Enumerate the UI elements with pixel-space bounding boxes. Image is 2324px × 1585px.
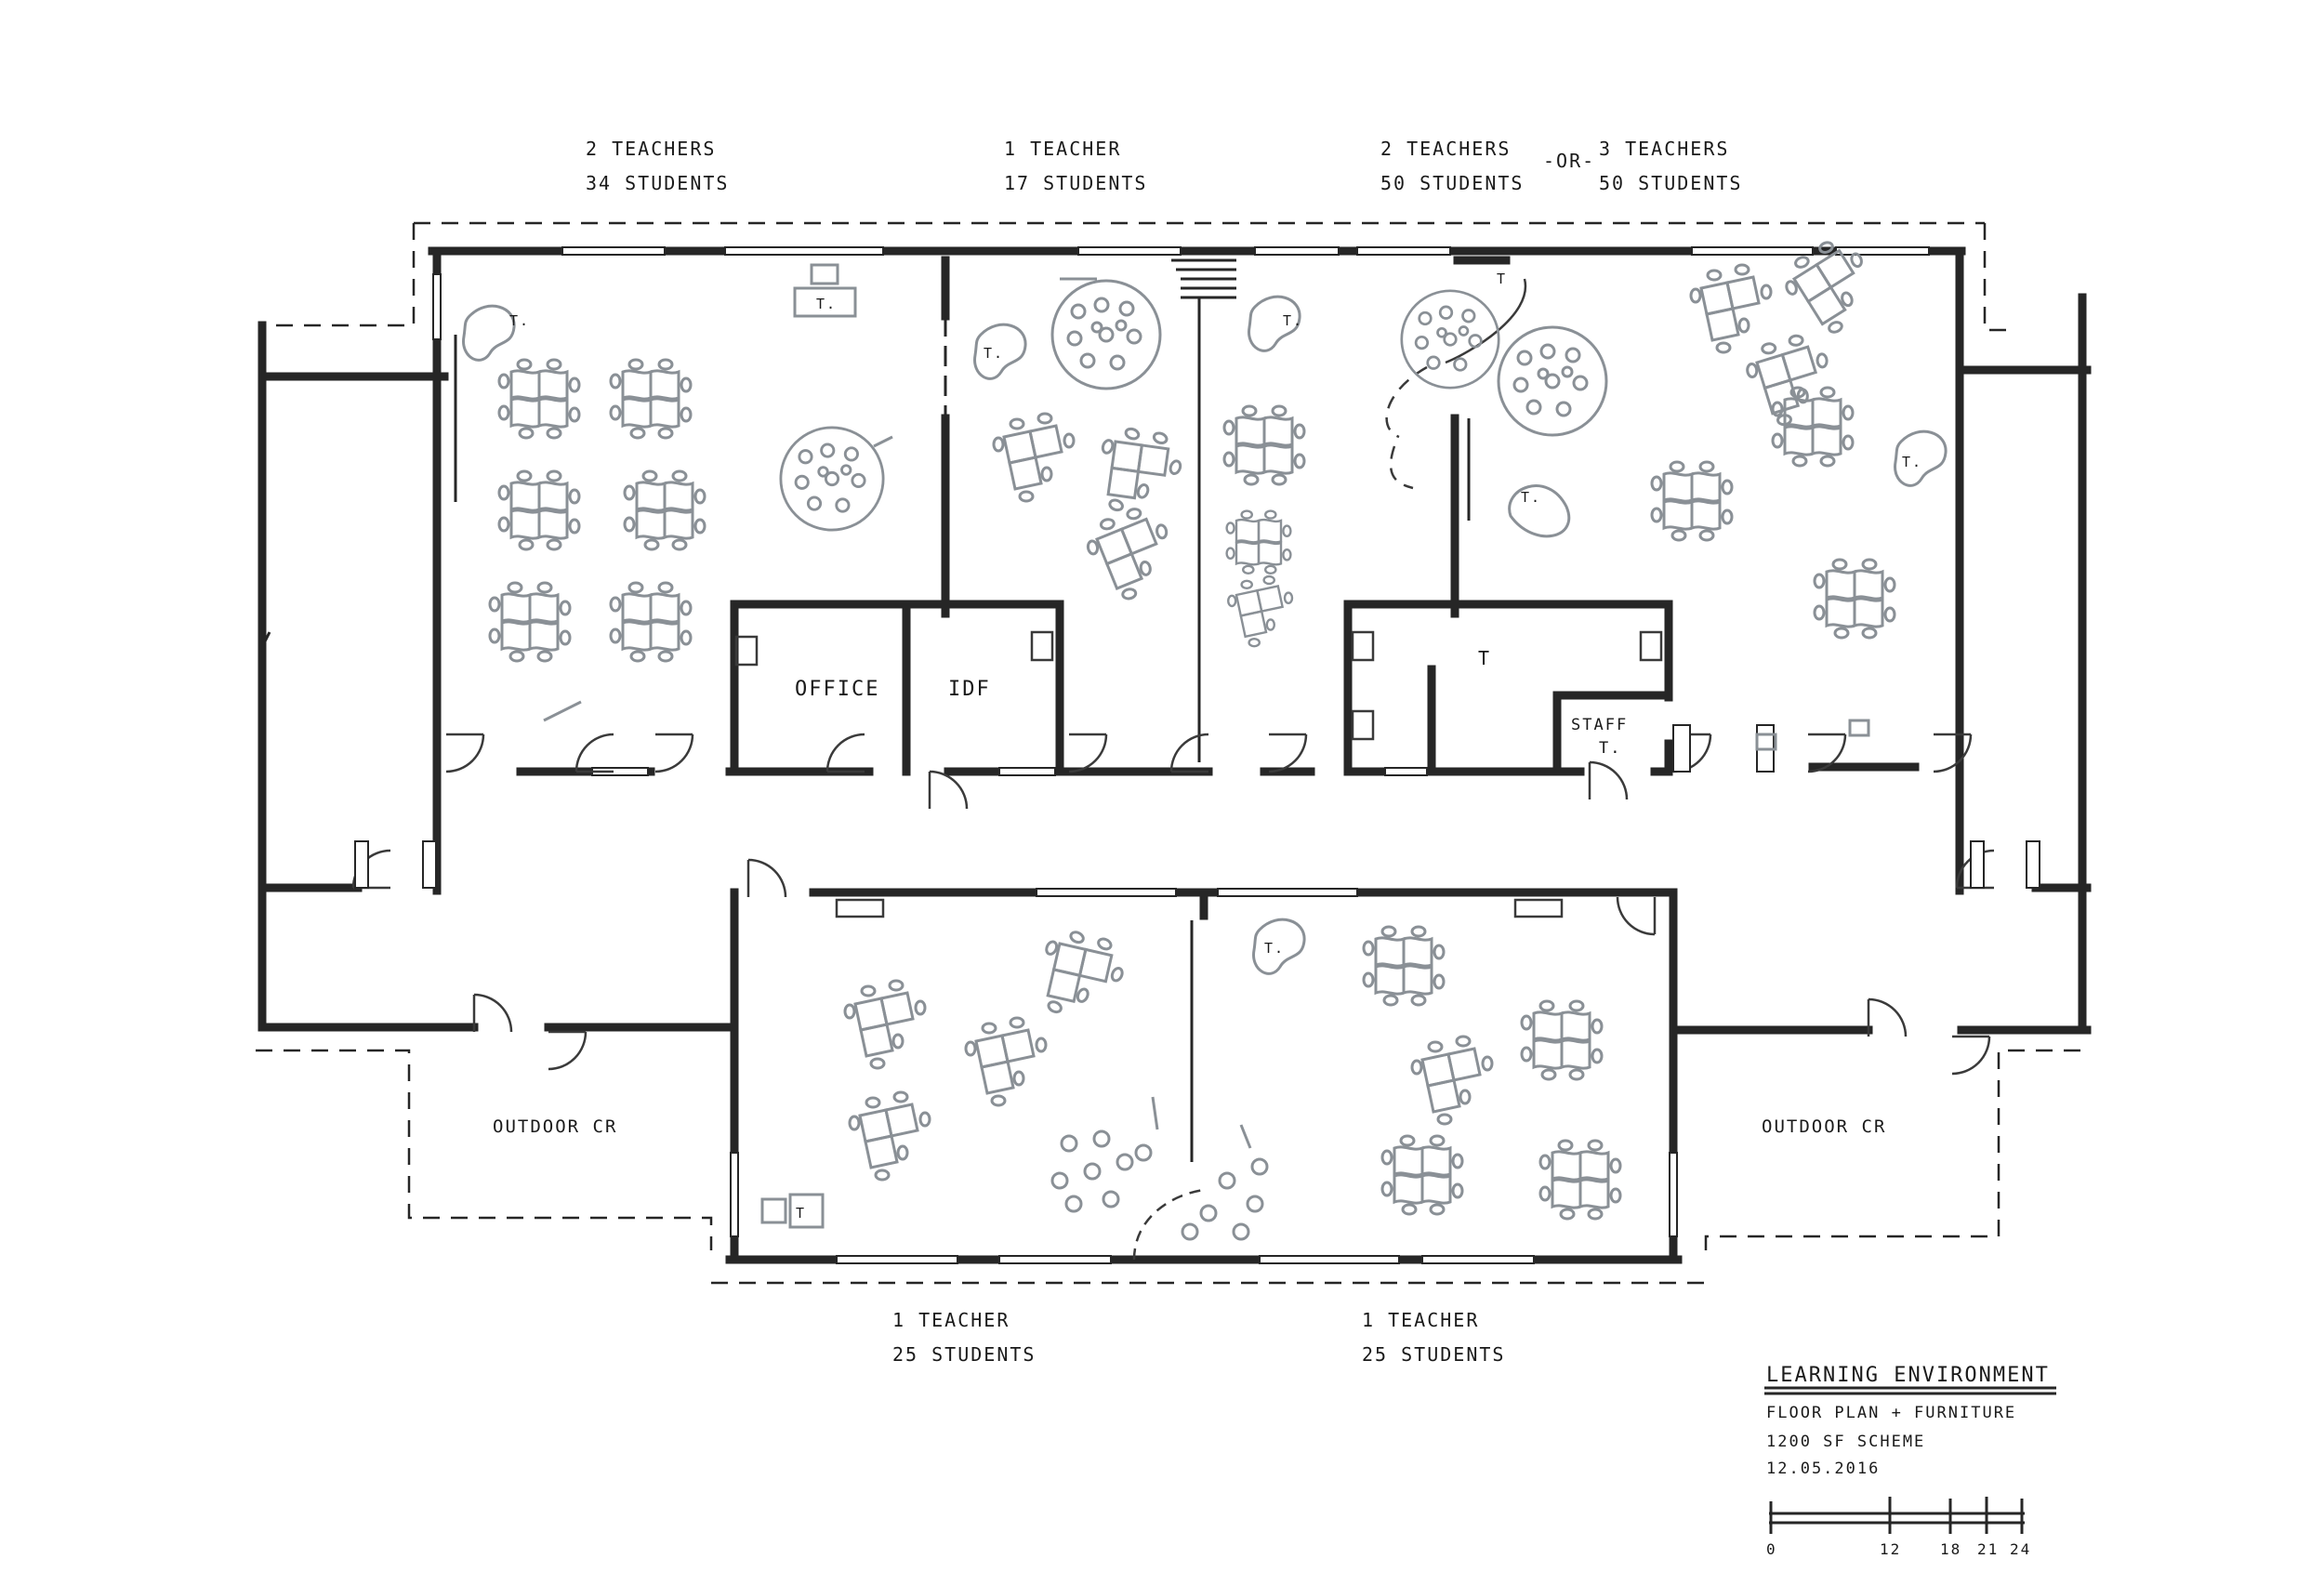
title-block-date: 12.05.2016 (1766, 1460, 1880, 1478)
label-bottom-left-students: 25 STUDENTS (892, 1343, 1036, 1366)
label-top-left-teachers: 2 TEACHERS (586, 138, 716, 160)
title-block-line2: 1200 SF SCHEME (1766, 1433, 1925, 1451)
label-bottom-right-teachers: 1 TEACHER (1362, 1309, 1479, 1331)
scale-tick-18: 18 (1940, 1540, 1961, 1558)
scale-tick-12: 12 (1880, 1540, 1901, 1558)
label-teacher-1: T. (509, 312, 530, 329)
label-outdoor-right: OUTDOOR CR (1762, 1116, 1886, 1137)
label-bottom-left-teachers: 1 TEACHER (892, 1309, 1010, 1331)
label-teacher-5: T (1497, 271, 1507, 287)
title-block-line1: FLOOR PLAN + FURNITURE (1766, 1404, 2016, 1422)
doors (351, 724, 2040, 1076)
label-top-right-b-teachers: 3 TEACHERS (1599, 138, 1729, 160)
title-block: LEARNING ENVIRONMENT FLOOR PLAN + FURNIT… (1764, 1364, 2056, 1478)
label-bottom-right-students: 25 STUDENTS (1362, 1343, 1505, 1366)
label-core-t: T (1478, 647, 1491, 669)
scale-bar: 0 12 18 21 24 (1766, 1497, 2031, 1558)
label-staff-t: T. (1599, 739, 1621, 758)
label-top-right-or: -OR- (1543, 150, 1595, 172)
label-teacher-6: T. (1521, 489, 1541, 506)
furniture (462, 231, 1948, 1241)
label-teacher-4: T. (1283, 312, 1303, 329)
label-top-right-b-students: 50 STUDENTS (1599, 172, 1742, 194)
partitions (258, 278, 1527, 1261)
label-top-mid-students: 17 STUDENTS (1004, 172, 1147, 194)
label-staff: STAFF (1571, 716, 1628, 734)
room-labels: 2 TEACHERS 34 STUDENTS 1 TEACHER 17 STUD… (493, 138, 1922, 1366)
label-top-mid-teachers: 1 TEACHER (1004, 138, 1121, 160)
scale-tick-24: 24 (2010, 1540, 2031, 1558)
label-top-left-students: 34 STUDENTS (586, 172, 729, 194)
label-teacher-3: T. (984, 345, 1004, 362)
scale-tick-0: 0 (1766, 1540, 1777, 1558)
fixtures (734, 258, 1663, 918)
label-top-right-a-teachers: 2 TEACHERS (1380, 138, 1511, 160)
windows (432, 246, 1930, 1264)
label-teacher-7: T. (1902, 454, 1922, 470)
label-teacher-9: T (796, 1205, 806, 1222)
title-block-title: LEARNING ENVIRONMENT (1766, 1364, 2050, 1387)
label-teacher-8: T. (1264, 940, 1285, 957)
label-top-right-a-students: 50 STUDENTS (1380, 172, 1524, 194)
label-idf: IDF (948, 678, 991, 701)
scale-tick-21: 21 (1977, 1540, 1999, 1558)
label-office: OFFICE (795, 678, 879, 701)
label-outdoor-left: OUTDOOR CR (493, 1116, 617, 1137)
label-teacher-2: T. (816, 296, 837, 312)
